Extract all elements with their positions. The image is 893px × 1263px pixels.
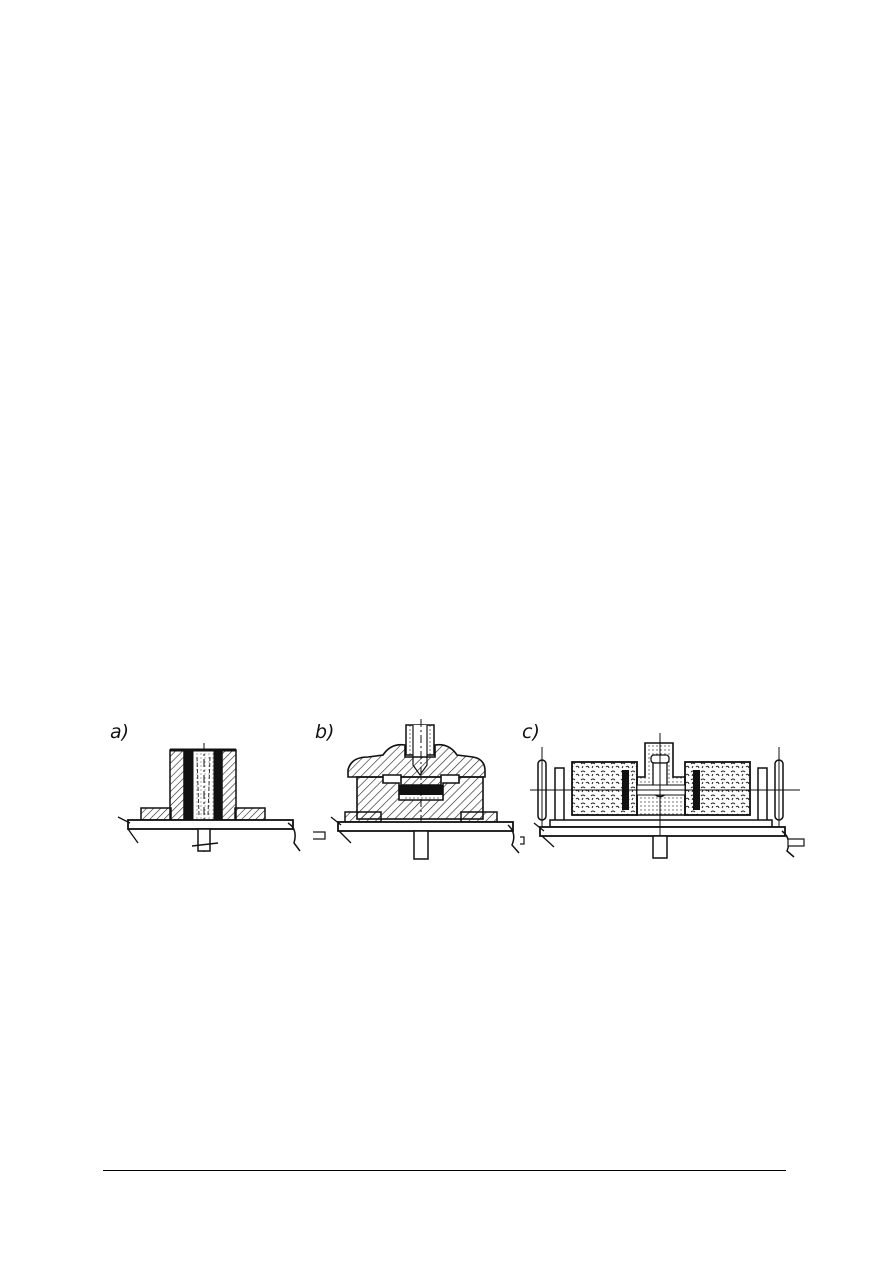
figure-strip: a) <box>108 705 813 865</box>
panel-label-a: a) <box>110 721 130 743</box>
panel-label-b: b) <box>315 721 335 743</box>
figure-panel-b: b) <box>313 705 523 865</box>
figure-panel-c: c) <box>520 705 813 865</box>
panel-label-c: c) <box>522 721 540 743</box>
press-mold-drawing <box>313 719 520 860</box>
cylindrical-mold-drawing <box>117 743 301 855</box>
footer-rule <box>103 1170 786 1171</box>
centrifugal-mold-drawing <box>520 733 805 859</box>
figure-panel-a: a) <box>108 705 303 865</box>
